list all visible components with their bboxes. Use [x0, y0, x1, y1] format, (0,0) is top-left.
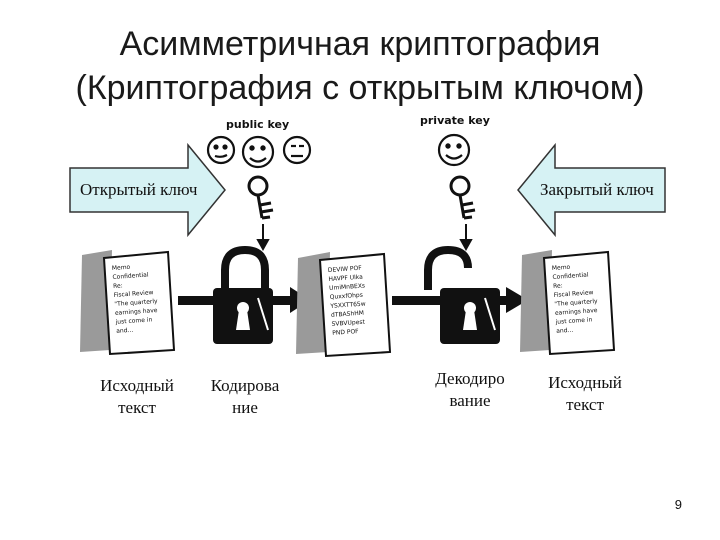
- caption-encryption: Кодирова ние: [190, 375, 300, 419]
- caption-line: Исходный: [100, 376, 174, 395]
- private-key-face-icon: [437, 133, 471, 167]
- caption-line: Исходный: [548, 373, 622, 392]
- caption-decryption: Декодиро вание: [415, 368, 525, 412]
- public-key-label: public key: [226, 118, 290, 131]
- caption-line: текст: [566, 395, 604, 414]
- caption-line: вание: [449, 391, 491, 410]
- page-number: 9: [674, 497, 682, 512]
- ciphertext-document-icon: [296, 252, 392, 358]
- caption-line: текст: [118, 398, 156, 417]
- slide-title-line2: (Криптография с открытым ключом): [75, 69, 645, 107]
- public-key-icon: [247, 175, 274, 220]
- private-key-label: private key: [420, 114, 490, 127]
- caption-line: Кодирова: [210, 376, 280, 395]
- caption-line: ние: [232, 398, 258, 417]
- slide-title-line1: Асимметричная криптография: [119, 25, 601, 63]
- plaintext-document-right-icon: [520, 250, 616, 356]
- public-key-arrow-label: Открытый ключ: [80, 180, 198, 199]
- public-key-faces-icon: [206, 135, 312, 169]
- private-key-icon: [449, 175, 476, 220]
- private-key-arrow-shape: [517, 142, 666, 238]
- caption-line: Декодиро: [435, 369, 505, 388]
- key-down-arrows: [256, 224, 473, 252]
- caption-source-text-left: Исходный текст: [82, 375, 192, 419]
- private-key-arrow-label: Закрытый ключ: [540, 180, 654, 199]
- closed-lock-icon: [213, 245, 273, 344]
- open-lock-icon: [424, 245, 500, 344]
- caption-source-text-right: Исходный текст: [530, 372, 640, 416]
- public-key-arrow-shape: [69, 142, 226, 238]
- plaintext-document-left-icon: [80, 250, 176, 356]
